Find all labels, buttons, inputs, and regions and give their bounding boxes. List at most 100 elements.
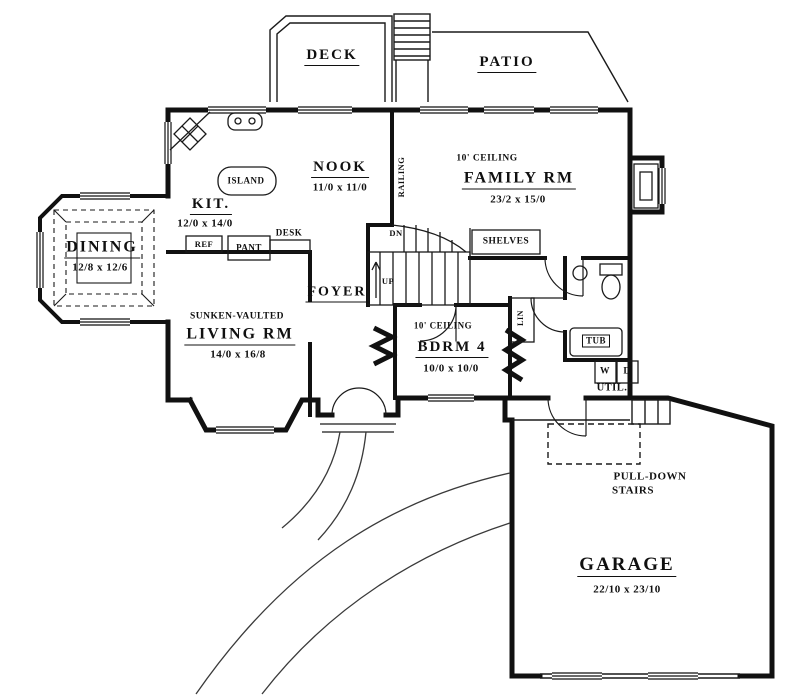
window-top-4	[484, 105, 534, 115]
patio-outline	[432, 31, 629, 103]
deck-label: DECK	[304, 48, 360, 66]
kitchen-island	[217, 166, 277, 196]
deck-stairs-sides	[395, 60, 429, 102]
ref-label: REF	[194, 238, 214, 249]
driveway	[195, 431, 511, 695]
stove-burner-2	[248, 117, 256, 125]
wall-front-entry	[315, 395, 401, 418]
driveway-arc-1	[195, 472, 511, 695]
ref-box	[185, 235, 223, 253]
nook-label: NOOK	[311, 160, 369, 178]
dining-label: DINING	[64, 239, 140, 259]
fixtures	[169, 111, 659, 433]
wall-living-bay	[186, 396, 321, 433]
foyer-label: FOYER	[305, 285, 369, 303]
deck-outline	[269, 15, 393, 102]
dining-tray-corners	[53, 209, 155, 307]
washer-box	[594, 360, 617, 384]
window-dining-left	[35, 232, 45, 288]
dining-tray-mid	[65, 221, 143, 295]
island-label: ISLAND	[227, 175, 265, 186]
window-bdrm	[428, 393, 474, 403]
fireplace-bump	[627, 155, 665, 215]
front-double-door	[331, 387, 387, 416]
dining-dim: 12/8 x 12/6	[72, 261, 128, 274]
porch-steps	[320, 423, 396, 433]
bath-sink	[572, 265, 588, 281]
pulldown-stairs-outline	[547, 423, 641, 465]
desk-box	[269, 239, 311, 253]
stair-curve	[391, 224, 467, 253]
kitchen-dim: 12/0 x 14/0	[177, 217, 233, 230]
garage-dim: 22/10 x 23/10	[593, 583, 661, 596]
folding-doors	[368, 325, 527, 383]
deck-inner-line	[276, 22, 386, 102]
pulldown-label-1: PULL-DOWN	[613, 470, 687, 483]
driveway-arc-2	[261, 522, 511, 695]
linen-closet	[509, 297, 535, 343]
tub-label: TUB	[581, 334, 611, 348]
dining-tray-outer	[53, 209, 155, 307]
window-garage-1	[552, 671, 602, 681]
shelves-box	[471, 229, 541, 255]
util-label: UTIL.	[594, 383, 630, 397]
family-ceiling: 10' CEILING	[456, 153, 518, 164]
windows	[35, 105, 698, 681]
patio-label: PATIO	[477, 55, 537, 73]
bath-door	[530, 297, 566, 333]
linen-label: LIN	[516, 310, 525, 326]
tub-outline	[569, 327, 623, 357]
living-label: LIVING RM	[184, 326, 296, 346]
stove-burner-1	[234, 117, 242, 125]
bdrm-door	[419, 304, 457, 342]
window-left-kitchen	[163, 122, 173, 164]
exterior-walls	[165, 107, 665, 433]
shelves-label: SHELVES	[482, 236, 530, 247]
window-dining-bottom	[80, 317, 130, 327]
window-garage-2	[648, 671, 698, 681]
family-dim: 23/2 x 15/0	[490, 193, 546, 206]
stair-up-arrow	[371, 261, 381, 298]
hall-door	[544, 257, 584, 297]
stair-treads-upper	[403, 225, 453, 252]
garage-entry-door	[547, 397, 587, 437]
window-dining-top	[80, 191, 130, 201]
dryer-label: D	[623, 366, 631, 377]
walkway-line-2	[317, 431, 367, 541]
living-dim: 14/0 x 16/8	[210, 348, 266, 361]
stair-treads-lower	[379, 252, 459, 305]
nook-dim: 11/0 x 11/0	[312, 181, 368, 194]
stairs-up-label: UP	[381, 275, 395, 286]
living-note: SUNKEN-VAULTED	[189, 311, 285, 322]
bdrm-dim: 10/0 x 10/0	[423, 362, 479, 375]
window-top-5	[550, 105, 598, 115]
window-top-3	[420, 105, 468, 115]
wall-garage	[509, 395, 775, 679]
stairs-dn-label: DN	[389, 227, 403, 238]
util-steps	[631, 399, 671, 425]
util-steps-treads	[644, 400, 659, 424]
dryer-box	[616, 360, 639, 384]
window-fireplace	[657, 168, 667, 204]
wall-garage-jog	[502, 395, 515, 423]
window-living-bay	[216, 425, 274, 435]
pulldown-label-2: STAIRS	[612, 484, 654, 497]
stove	[227, 112, 263, 131]
kitchen-label: KIT.	[189, 197, 233, 215]
deck-stairs-outline	[393, 13, 431, 61]
dining-ceiling	[53, 209, 155, 307]
family-label: FAMILY RM	[461, 170, 577, 190]
washer-label: W	[600, 366, 610, 377]
stairs	[367, 224, 471, 306]
garage-label: GARAGE	[577, 554, 677, 577]
walkway-line-1	[281, 431, 341, 529]
railing-label: RAILING	[395, 156, 406, 198]
wall-left-lower	[165, 319, 193, 403]
deck-stairs-treads	[394, 20, 430, 57]
toilet-tank	[599, 263, 623, 276]
garage-walls	[509, 395, 775, 679]
desk-label: DESK	[275, 227, 303, 238]
corner-sink	[173, 117, 207, 151]
